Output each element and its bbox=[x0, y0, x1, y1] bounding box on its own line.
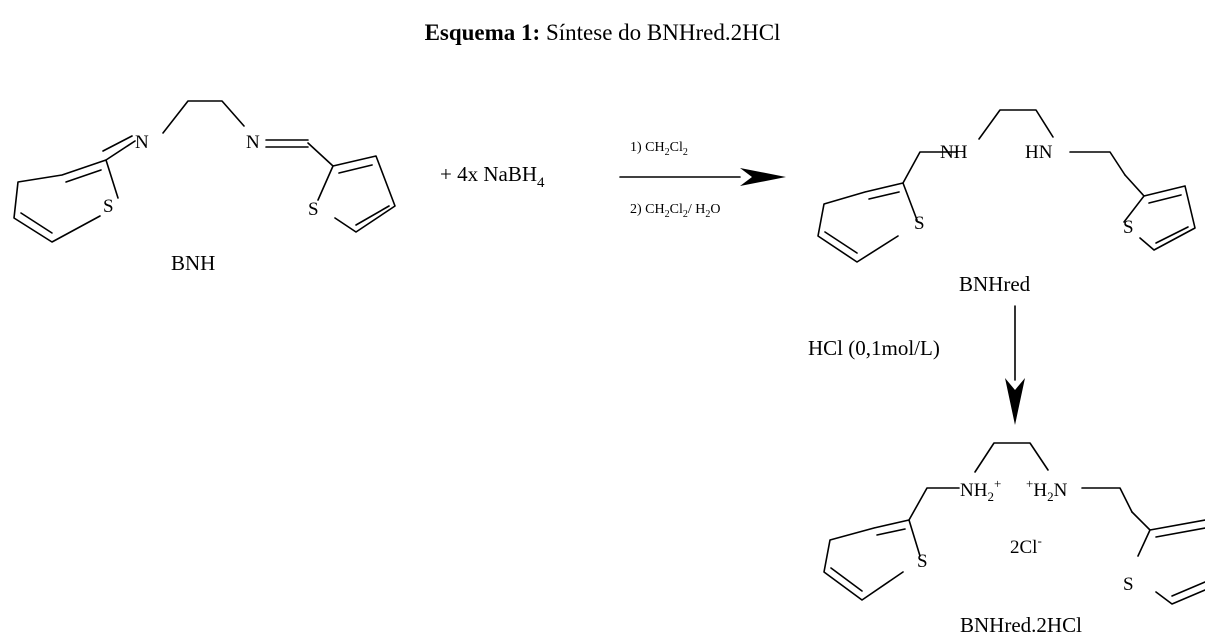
bnhred-ethylene-bridge bbox=[978, 109, 1054, 140]
salt-thiophene-right bbox=[1131, 511, 1205, 605]
salt-methylene-left bbox=[908, 487, 960, 521]
bnhred-nh-left: NH bbox=[940, 142, 968, 163]
bnh-n-left: N bbox=[135, 132, 149, 153]
scheme-title: Esquema 1: Síntese do BNHred.2HCl bbox=[0, 20, 1205, 46]
bnhred-thiophene-left-double-bonds bbox=[824, 191, 900, 254]
bnhred-s-left: S bbox=[914, 213, 925, 234]
bnhred-methylene-left bbox=[902, 151, 958, 184]
compound-name-bnh: BNH bbox=[171, 251, 215, 275]
compound-name-bnhred: BNHred bbox=[959, 272, 1031, 296]
bnh-imine-left bbox=[102, 135, 136, 161]
bnh-ethylene-bridge bbox=[162, 100, 245, 134]
arrow-1-step-1: 1) CH2Cl2 bbox=[630, 140, 688, 158]
bnh-imine-right bbox=[265, 139, 309, 148]
compound-bnh: N N S S BNH bbox=[13, 100, 396, 275]
bnh-n-right: N bbox=[246, 132, 260, 153]
salt-nh2-left: NH2+ bbox=[960, 476, 1001, 504]
bnhred-methylene-right bbox=[1069, 151, 1126, 176]
compound-bnhred-2hcl: NH2+ +H2N 2Cl- S S BNHred.2HCl bbox=[823, 442, 1205, 637]
salt-s-right: S bbox=[1123, 574, 1134, 595]
salt-thiophene-left-double-bonds bbox=[830, 528, 906, 592]
salt-thiophene-right-double-bonds bbox=[1155, 527, 1205, 597]
bnhred-s-right: S bbox=[1123, 217, 1134, 238]
salt-thiophene-left bbox=[823, 519, 921, 601]
bnh-s-left: S bbox=[103, 196, 114, 217]
arrow-2-label: HCl (0,1mol/L) bbox=[808, 336, 940, 360]
scheme-title-text: Síntese do BNHred.2HCl bbox=[545, 20, 781, 45]
bnhred-thiophene-right-double-bonds bbox=[1148, 194, 1189, 244]
bnhred-thiophene-right bbox=[1123, 174, 1196, 251]
reaction-arrow-2: HCl (0,1mol/L) bbox=[808, 305, 1025, 425]
bnh-thiophene-right-double-bonds bbox=[338, 164, 390, 226]
compound-name-salt: BNHred.2HCl bbox=[960, 613, 1082, 637]
bnhred-nh-right: HN bbox=[1025, 142, 1053, 163]
salt-s-left: S bbox=[917, 551, 928, 572]
bnh-thiophene-right bbox=[307, 142, 396, 233]
arrow-1-step-2: 2) CH2Cl2/ H2O bbox=[630, 202, 720, 220]
bnh-s-right: S bbox=[308, 199, 319, 220]
reaction-arrow-1: 1) CH2Cl2 2) CH2Cl2/ H2O bbox=[619, 140, 786, 220]
bnh-thiophene-left-double-bonds bbox=[20, 169, 102, 234]
arrow-1-head bbox=[740, 168, 786, 186]
compound-bnhred: NH HN S S BNHred bbox=[817, 109, 1196, 296]
reagent-nabh4: + 4x NaBH4 bbox=[440, 162, 545, 191]
bnhred-thiophene-left bbox=[817, 182, 918, 263]
arrow-2-head bbox=[1005, 378, 1025, 425]
scheme-title-bold: Esquema 1: bbox=[424, 20, 541, 45]
salt-nh2-right: +H2N bbox=[1026, 476, 1068, 504]
salt-ethylene-bridge bbox=[974, 442, 1049, 473]
salt-counterion: 2Cl- bbox=[1010, 533, 1042, 558]
salt-methylene-right bbox=[1081, 487, 1133, 513]
